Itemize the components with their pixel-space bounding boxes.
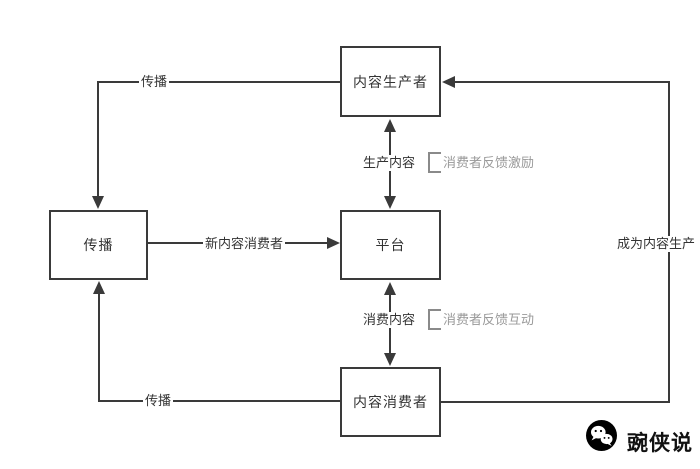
node-content-consumer-label: 内容消费者 — [353, 394, 428, 410]
edge-label-new-content-consumer: 新内容消费者 — [203, 236, 286, 252]
edge-label-become-producer: 成为内容生产 — [615, 236, 698, 252]
arrowhead-into-platform-left — [327, 237, 340, 249]
annotation-bracket-bottom — [428, 309, 441, 330]
arrowhead-into-producer-right — [442, 76, 455, 88]
arrowhead-into-consumer-top — [384, 353, 396, 366]
arrowhead-into-producer-bottom — [384, 119, 396, 132]
node-platform: 平台 — [340, 210, 441, 280]
annotation-feedback-incentive: 消费者反馈激励 — [443, 155, 535, 170]
edge-consumer-to-spread-horizontal — [98, 400, 342, 402]
annotation-bracket-top — [428, 152, 441, 173]
brand-name: 豌侠说 — [627, 432, 693, 455]
arrowhead-into-spread-bottom — [93, 281, 105, 294]
node-content-producer-label: 内容生产者 — [353, 73, 428, 90]
edge-producer-to-spread-vertical — [97, 82, 99, 198]
edge-consumer-to-producer-bottom — [440, 401, 670, 403]
edge-label-consume-content: 消费内容 — [361, 312, 418, 328]
node-content-producer: 内容生产者 — [340, 46, 441, 117]
node-content-consumer: 内容消费者 — [340, 367, 441, 437]
edge-label-produce-content: 生产内容 — [361, 155, 418, 171]
node-spread-label: 传播 — [83, 237, 114, 253]
edge-consumer-to-producer-top — [454, 81, 670, 83]
node-platform-label: 平台 — [375, 237, 406, 253]
edge-label-spread-top: 传播 — [139, 74, 170, 90]
edge-producer-to-spread-horizontal — [97, 81, 342, 83]
wechat-icon — [586, 420, 617, 451]
arrowhead-into-platform-bottom — [384, 282, 396, 295]
arrowhead-into-spread-top — [92, 196, 104, 209]
node-spread: 传播 — [49, 210, 148, 280]
annotation-feedback-interaction: 消费者反馈互动 — [443, 312, 535, 327]
edge-consumer-to-spread-vertical — [98, 292, 100, 402]
edge-label-spread-bottom: 传播 — [143, 393, 174, 409]
arrowhead-into-platform-top — [384, 196, 396, 209]
